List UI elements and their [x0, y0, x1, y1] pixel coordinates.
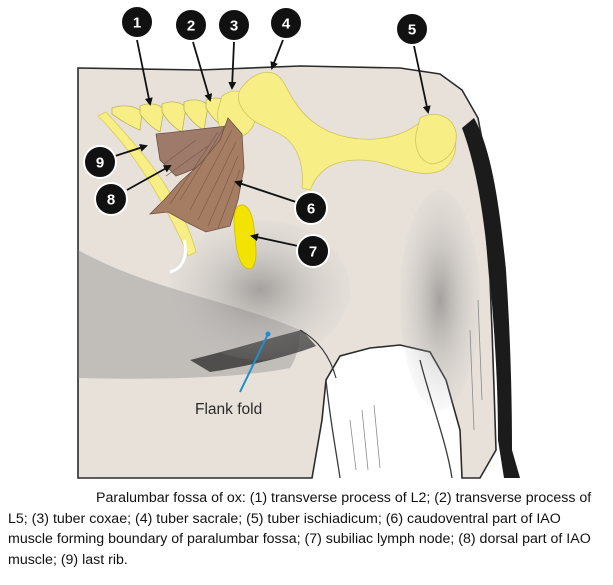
- callout-1: 1: [120, 5, 154, 39]
- arrow-4: [270, 39, 284, 70]
- flank-fold-pointer-line: [239, 333, 269, 393]
- muscle-fibers: [163, 123, 241, 229]
- callout-5: 5: [395, 12, 429, 46]
- callout-number: 9: [96, 155, 104, 172]
- callout-number: 6: [307, 201, 315, 218]
- arrow-7: [250, 233, 299, 247]
- iao-muscle-caudoventral-part: [148, 117, 245, 233]
- callout-number: 2: [187, 18, 195, 35]
- arrow-9: [114, 144, 148, 157]
- arrow-5: [413, 45, 431, 114]
- callout-3: 3: [217, 8, 251, 42]
- hind-leg: [325, 359, 453, 479]
- arrow-8: [126, 165, 172, 191]
- callout-number: 5: [408, 22, 416, 39]
- lumbar-process-1: [111, 105, 143, 131]
- callout-8: 8: [94, 182, 128, 216]
- arrow-3: [228, 41, 237, 90]
- last-rib: [97, 111, 197, 257]
- callout-7: 7: [296, 234, 330, 268]
- tail: [462, 118, 520, 478]
- arrow-6: [234, 180, 297, 203]
- paralumbar-fossa-diagram: Flank fold 1 2 3 4 5 6 7: [77, 5, 520, 479]
- pelvis-shaft: [238, 71, 456, 191]
- callout-arrows: [114, 39, 431, 247]
- figure-caption: Paralumbar fossa of ox: (1) transverse p…: [8, 490, 592, 568]
- callout-4: 4: [269, 6, 303, 40]
- arrow-2: [192, 41, 213, 102]
- subiliac-lymph-node: [233, 204, 257, 270]
- callout-number: 3: [230, 18, 238, 35]
- callout-2: 2: [174, 8, 208, 42]
- tuber-ischiadicum: [415, 114, 457, 165]
- stifle-line: [299, 329, 337, 379]
- pelvis-bone: [217, 71, 457, 191]
- callout-number: 8: [107, 192, 115, 209]
- flank-fold-label: Flank fold: [195, 401, 262, 418]
- arrow-1: [136, 39, 153, 106]
- callout-number: 4: [282, 16, 291, 33]
- callout-number: 1: [133, 15, 141, 32]
- rib-tip-curve: [169, 239, 187, 274]
- callout-9: 9: [83, 145, 117, 179]
- leg-hatching: [349, 299, 483, 471]
- callout-6: 6: [294, 191, 328, 225]
- thigh-shading: [400, 190, 480, 410]
- callout-number: 7: [309, 244, 317, 261]
